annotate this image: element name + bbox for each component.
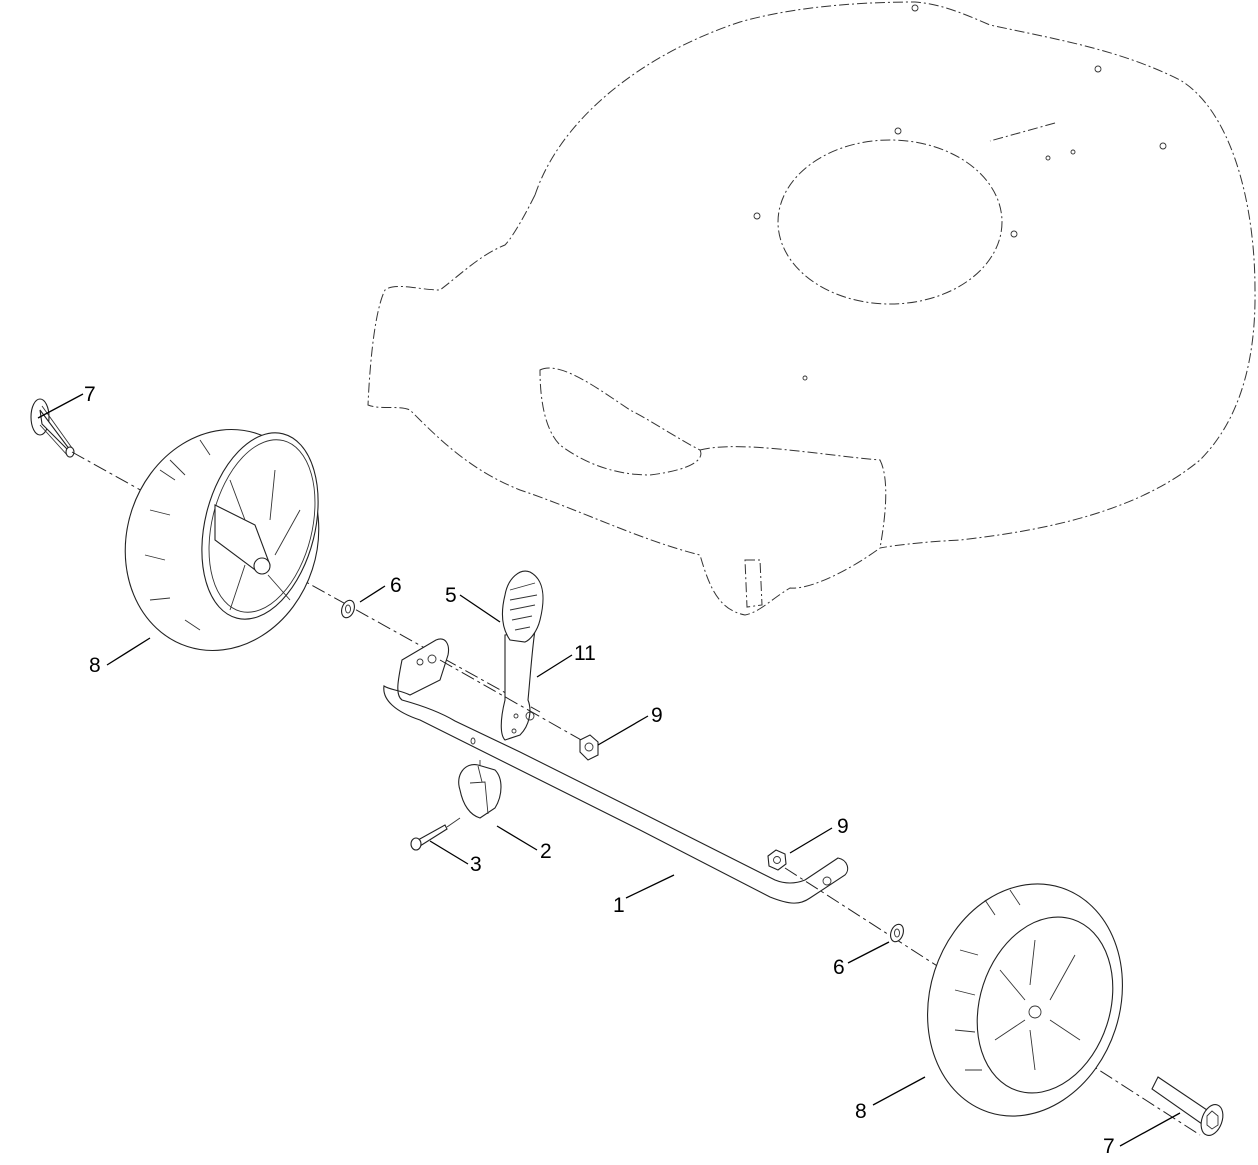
callout-7-left: 7 (84, 383, 96, 406)
washer-left (341, 599, 355, 619)
callout-6-right: 6 (833, 956, 845, 979)
callout-3: 3 (470, 853, 482, 876)
axis-right (784, 867, 1201, 1136)
axis-lever (439, 659, 591, 746)
callout-2: 2 (540, 840, 552, 863)
screw (410, 817, 461, 851)
handle-grip (501, 570, 544, 643)
callout-9-right: 9 (837, 815, 849, 838)
callout-6-left: 6 (390, 574, 402, 597)
callout-11: 11 (574, 642, 596, 665)
height-of-cut-lever (500, 629, 536, 741)
front-axle (383, 638, 849, 904)
callout-8-right: 8 (855, 1100, 867, 1123)
callout-1: 1 (613, 894, 625, 917)
leader-lines (37, 393, 1181, 1147)
nut-right (767, 849, 787, 871)
washer-right (890, 923, 904, 943)
callout-9-lever: 9 (651, 704, 663, 727)
callout-7-right: 7 (1103, 1135, 1115, 1158)
mower-deck-phantom (367, 1, 1256, 616)
wheel-bolt-left (30, 398, 75, 458)
nut-lever (579, 734, 599, 761)
wheel-bolt-right (1151, 1076, 1224, 1136)
wheel-left (124, 428, 320, 652)
wheel-right (927, 883, 1123, 1117)
axle-clip (458, 764, 502, 819)
callout-8-left: 8 (89, 654, 101, 677)
callout-5: 5 (445, 584, 457, 607)
